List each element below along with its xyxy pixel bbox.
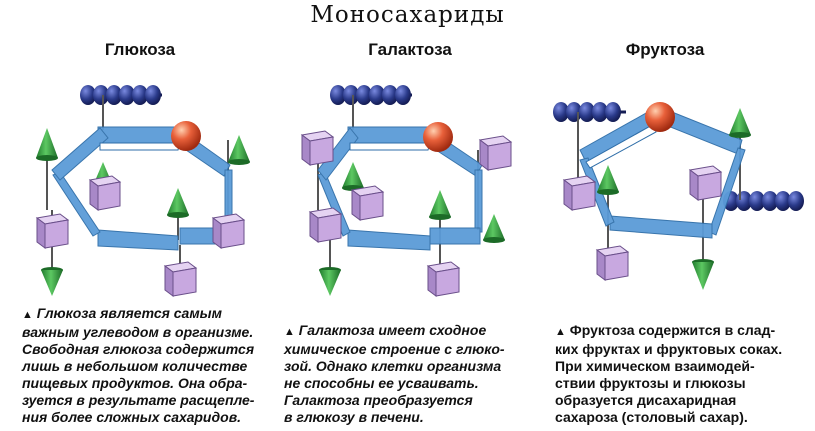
bead-chain-icon	[553, 102, 626, 122]
cube-atom-icon	[308, 207, 343, 243]
cube-atom-icon	[211, 213, 246, 249]
cube-atom-icon	[478, 135, 513, 171]
cube-atom-icon	[35, 213, 70, 249]
cube-atom-icon	[426, 261, 461, 297]
caption-glucose: ▲ Глюкоза является самым важным углеводо…	[22, 305, 255, 425]
panel-title-galactose: Галактоза	[368, 40, 452, 59]
bead-chain-icon	[723, 191, 804, 211]
fructose-molecule	[553, 102, 804, 290]
sphere-atom-icon	[171, 121, 201, 151]
cube-atom-icon	[562, 175, 597, 211]
cube-atom-icon	[595, 245, 630, 281]
bead-chain-icon	[330, 85, 412, 105]
cube-atom-icon	[300, 130, 335, 166]
sphere-atom-icon	[423, 122, 453, 152]
triangle-bullet-icon: ▲	[284, 326, 295, 338]
glucose-molecule	[35, 85, 250, 297]
cube-atom-icon	[688, 165, 723, 201]
page-title: Моносахариды	[310, 2, 505, 28]
cube-atom-icon	[88, 175, 122, 211]
cone-atom-icon	[729, 108, 751, 138]
cone-atom-icon	[692, 259, 714, 290]
cone-atom-icon	[429, 190, 451, 220]
glucose-molecule-diagram	[35, 85, 804, 297]
galactose-molecule	[300, 85, 513, 297]
caption-fructose: ▲ Фруктоза содержится в слад- ких фрукта…	[555, 322, 783, 425]
cone-atom-icon	[483, 214, 505, 243]
cone-atom-icon	[597, 165, 619, 195]
cone-atom-icon	[41, 267, 63, 296]
sphere-atom-icon	[645, 102, 675, 132]
cube-atom-icon	[163, 261, 198, 297]
cube-atom-icon	[350, 185, 385, 221]
cone-atom-icon	[319, 267, 341, 296]
triangle-bullet-icon: ▲	[555, 326, 566, 338]
caption-galactose: ▲ Галактоза имеет сходное химическое стр…	[284, 322, 505, 425]
cone-atom-icon	[167, 188, 189, 218]
cone-atom-icon	[228, 135, 250, 165]
panel-title-glucose: Глюкоза	[104, 40, 176, 59]
cone-atom-icon	[36, 128, 58, 161]
bead-chain-icon	[80, 85, 162, 105]
cone-atom-icon	[342, 162, 364, 191]
panel-title-fructose: Фруктоза	[625, 40, 705, 59]
triangle-bullet-icon: ▲	[22, 309, 33, 321]
